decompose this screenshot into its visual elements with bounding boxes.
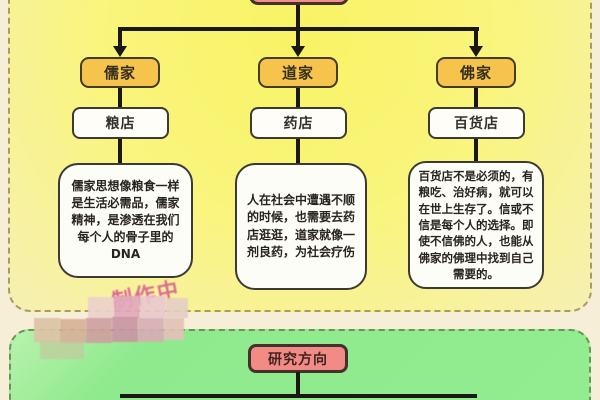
branch-stem — [296, 29, 300, 48]
down-arrow-icon — [291, 46, 305, 57]
mosaic-block — [114, 296, 140, 319]
node-store-grain: 粮店 — [72, 107, 169, 139]
connector-line — [296, 139, 300, 164]
branch-stem — [118, 29, 122, 48]
mosaic-block — [164, 318, 184, 340]
mosaic-block — [60, 319, 86, 343]
node-label: 百货店 — [454, 116, 499, 132]
desc-text: 人在社会中遭遇不顺的时候，也需要去药店逛逛，道家就像一剂良药，为社会疗伤 — [246, 193, 355, 259]
node-store-pharmacy: 药店 — [250, 107, 347, 139]
down-arrow-icon — [469, 46, 483, 57]
topic-trunk-line — [296, 372, 300, 396]
node-school-taoism: 道家 — [258, 57, 338, 88]
node-label: 儒家 — [103, 64, 136, 82]
mosaic-block — [138, 318, 164, 342]
down-arrow-icon — [113, 46, 127, 57]
mosaic-block — [86, 318, 112, 343]
node-label: 药店 — [283, 116, 314, 132]
node-label: 研究方向 — [268, 351, 328, 368]
desc-taoism: 人在社会中遭遇不顺的时候，也需要去药店逛逛，道家就像一剂良药，为社会疗伤 — [235, 163, 367, 290]
root-trunk-line — [296, 5, 300, 29]
connector-line — [474, 88, 478, 108]
node-school-buddhism: 佛家 — [436, 57, 516, 88]
node-label: 佛家 — [459, 64, 492, 82]
mosaic-block — [34, 318, 60, 342]
node-research-direction: 研究方向 — [248, 344, 348, 373]
mosaic-block — [40, 341, 84, 359]
mosaic-block — [88, 297, 114, 319]
bottom-branch-line — [120, 394, 477, 398]
node-school-confucianism: 儒家 — [80, 57, 160, 88]
node-store-department: 百货店 — [428, 107, 525, 139]
connector-line — [296, 88, 300, 108]
mosaic-block — [112, 317, 138, 342]
connector-line — [118, 88, 122, 108]
branch-stem — [474, 29, 478, 48]
desc-buddhism: 百货店不是必须的，有粮吃、治好病，就可以在世上生存了。信或不信是每个人的选择。即… — [408, 161, 544, 289]
node-label: 粮店 — [105, 116, 136, 132]
mosaic-block — [166, 298, 188, 318]
desc-text: 儒家思想像粮食一样是生活必需品，儒家精神，是渗透在我们每个人的骨子里的DNA — [71, 178, 180, 262]
connector-line — [118, 139, 122, 164]
desc-text: 百货店不是必须的，有粮吃、治好病，就可以在世上生存了。信或不信是每个人的选择。即… — [418, 168, 534, 281]
node-label: 道家 — [281, 64, 314, 82]
desc-confucianism: 儒家思想像粮食一样是生活必需品，儒家精神，是渗透在我们每个人的骨子里的DNA — [58, 163, 193, 278]
connector-line — [474, 139, 478, 162]
mosaic-block — [140, 296, 166, 318]
